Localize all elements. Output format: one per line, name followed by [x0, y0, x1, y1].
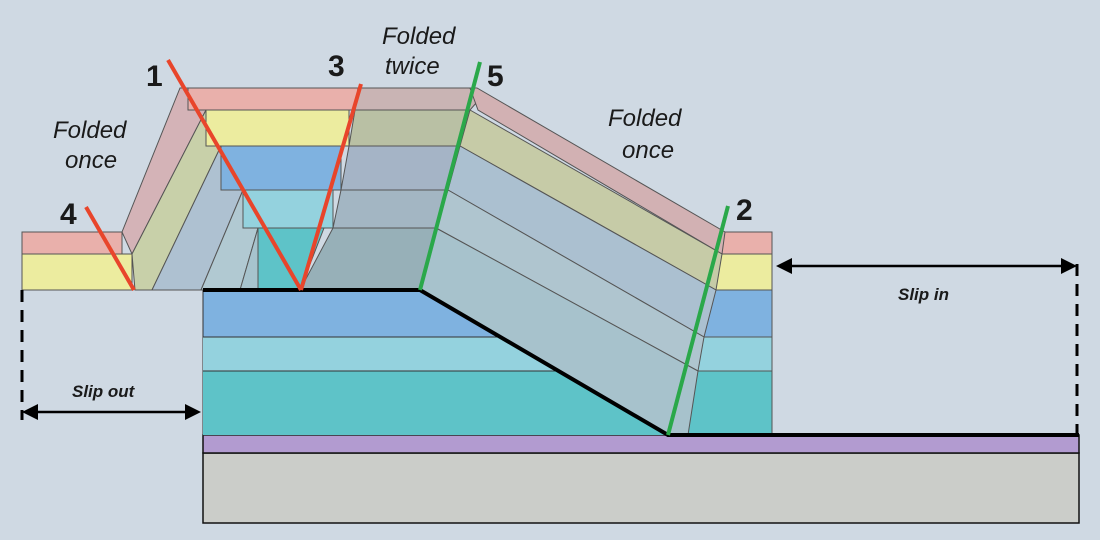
slip-in-arrow: [776, 258, 1077, 274]
axial-label-1: 1: [146, 60, 163, 93]
crest-cyan: [242, 189, 334, 229]
axial-surface-5: [418, 61, 482, 291]
right-flat-teal: [687, 370, 773, 436]
basement: [202, 452, 1080, 524]
axial-label-4: 4: [60, 198, 77, 231]
axial-surface-2: [666, 205, 730, 436]
label-folded-once-right-line2: once: [622, 137, 674, 164]
decollement-layer: [202, 434, 1080, 454]
right-limb-pink: [469, 87, 726, 255]
label-folded-once-right-line1: Folded: [608, 105, 682, 132]
left-flat-yellow: [21, 253, 133, 291]
axial-surface-3: [299, 83, 363, 291]
right-flat-pink: [721, 231, 773, 255]
thrust-fault: [203, 288, 1079, 437]
twice-yellow: [348, 109, 471, 147]
footwall-layer-cyan: [203, 337, 558, 371]
axial-surface-1: [166, 58, 303, 292]
label-folded-once-left-line1: Folded: [53, 117, 127, 144]
label-slip-out: Slip out: [72, 382, 136, 401]
twice-blue: [340, 145, 461, 191]
crest-pink: [187, 87, 359, 111]
label-folded-twice-line1: Folded: [382, 23, 456, 50]
crest-yellow: [205, 109, 350, 147]
right-flat-cyan: [697, 336, 773, 372]
slip-out-arrow: [22, 404, 201, 420]
axial-surface-4: [84, 205, 136, 292]
twice-cyan: [332, 189, 449, 229]
right-flat-yellow: [715, 253, 773, 291]
label-folded-once-left-line2: once: [65, 147, 117, 174]
twice-pink: [354, 87, 478, 111]
axial-label-3: 3: [328, 50, 345, 83]
axial-label-2: 2: [736, 194, 753, 227]
label-slip-in: Slip in: [898, 285, 949, 304]
axial-label-5: 5: [487, 60, 504, 93]
label-folded-twice-line2: twice: [385, 53, 440, 80]
footwall-layer-teal: [203, 371, 668, 435]
